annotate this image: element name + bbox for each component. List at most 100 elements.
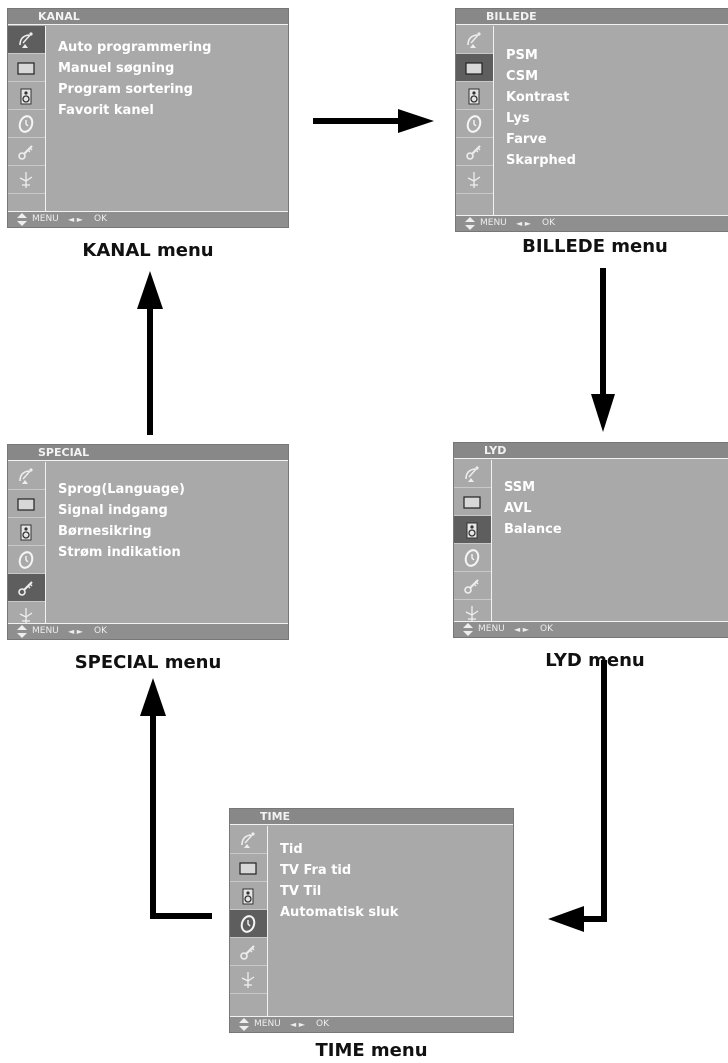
clock-tab[interactable] [8,110,45,138]
menu-item[interactable]: CSM [506,69,539,84]
menu-item[interactable]: Kontrast [506,90,570,105]
menu-item[interactable]: Signal indgang [58,503,168,518]
speaker-icon [466,522,478,539]
screen-icon [465,62,483,75]
menu-item[interactable]: Lys [506,111,530,126]
icon-column [8,462,46,630]
menu-item[interactable]: Program sortering [58,82,193,97]
antenna-icon [19,608,33,624]
menu-item[interactable]: PSM [506,48,538,63]
speaker-icon [242,888,254,905]
key-icon [18,581,33,596]
lyd-osd: LYD SSM AVL Balance MENU ◄ ► OK [453,442,728,638]
satellite-dish-tab[interactable] [454,460,491,488]
clock-tab[interactable] [8,546,45,574]
key-icon [240,945,255,960]
speaker-tab[interactable] [456,82,493,110]
speaker-tab[interactable] [230,882,267,910]
menu-item[interactable]: Automatisk sluk [280,905,399,920]
left-right-arrow-icon: ◄ ► [68,627,83,636]
satellite-dish-tab[interactable] [230,826,267,854]
screen-tab[interactable] [8,490,45,518]
menu-item[interactable]: Sprog(Language) [58,482,185,497]
menu-item[interactable]: Børnesikring [58,524,152,539]
menu-item[interactable]: Farve [506,132,547,147]
speaker-tab[interactable] [8,82,45,110]
left-right-arrow-icon: ◄ ► [68,215,83,224]
key-tab[interactable] [454,572,491,600]
antenna-icon [465,606,479,622]
screen-tab[interactable] [8,54,45,82]
key-tab[interactable] [230,938,267,966]
speaker-icon [468,88,480,105]
satellite-dish-icon [465,466,479,482]
menu-item[interactable]: AVL [504,501,532,516]
caption-time: TIME menu [315,1040,428,1061]
arrow-billede-to-lyd [591,268,615,432]
menu-item[interactable]: TV Til [280,884,322,899]
clock-icon [466,115,482,133]
speaker-icon [20,524,32,541]
osd-footer: MENU ◄ ► OK [456,215,728,231]
speaker-tab[interactable] [454,516,491,544]
antenna-icon [467,172,481,188]
footer-ok-label: OK [316,1019,329,1029]
menu-item[interactable]: Favorit kanel [58,103,154,118]
antenna-tab[interactable] [8,166,45,194]
clock-icon [18,551,34,569]
clock-tab[interactable] [230,910,267,938]
satellite-dish-icon [19,468,33,484]
icon-column [8,26,46,211]
left-right-arrow-icon: ◄ ► [516,219,531,228]
footer-menu-label: MENU [478,624,505,634]
screen-icon [239,862,257,875]
up-down-arrow-icon [463,623,473,636]
menu-item[interactable]: Strøm indikation [58,545,181,560]
footer-menu-label: MENU [32,214,59,224]
arrow-lyd-to-time [548,660,607,932]
menu-item[interactable]: Manuel søgning [58,61,175,76]
screen-tab[interactable] [454,488,491,516]
caption-kanal: KANAL menu [82,240,214,261]
left-right-arrow-icon: ◄ ► [290,1020,305,1029]
footer-ok-label: OK [540,624,553,634]
caption-billede: BILLEDE menu [522,236,668,257]
osd-footer: MENU ◄ ► OK [8,211,288,227]
antenna-tab[interactable] [230,966,267,994]
satellite-dish-icon [19,32,33,48]
speaker-tab[interactable] [8,518,45,546]
menu-items: PSM CSM Kontrast Lys Farve Skarphed [506,45,576,171]
up-down-arrow-icon [465,217,475,230]
menu-item[interactable]: Tid [280,842,303,857]
key-icon [466,145,481,160]
menu-item[interactable]: TV Fra tid [280,863,352,878]
screen-icon [17,62,35,75]
satellite-dish-tab[interactable] [8,26,45,54]
menu-item[interactable]: SSM [504,480,536,495]
menu-item[interactable]: Skarphed [506,153,576,168]
osd-title: TIME [230,809,513,825]
arrow-time-to-special [140,678,212,919]
key-tab[interactable] [456,138,493,166]
screen-tab[interactable] [230,854,267,882]
clock-tab[interactable] [456,110,493,138]
screen-icon [463,496,481,509]
antenna-tab[interactable] [456,166,493,194]
osd-title: BILLEDE [456,9,728,25]
screen-tab[interactable] [456,54,493,82]
caption-special: SPECIAL menu [74,652,222,673]
up-down-arrow-icon [17,213,27,226]
arrow-special-to-kanal [137,271,163,435]
clock-tab[interactable] [454,544,491,572]
antenna-icon [241,972,255,988]
satellite-dish-icon [467,32,481,48]
key-tab[interactable] [8,138,45,166]
menu-item[interactable]: Auto programmering [58,40,212,55]
satellite-dish-tab[interactable] [456,26,493,54]
menu-items: Sprog(Language) Signal indgang Børnesikr… [58,479,185,563]
footer-ok-label: OK [94,214,107,224]
key-tab[interactable] [8,574,45,602]
satellite-dish-tab[interactable] [8,462,45,490]
menu-item[interactable]: Balance [504,522,562,537]
